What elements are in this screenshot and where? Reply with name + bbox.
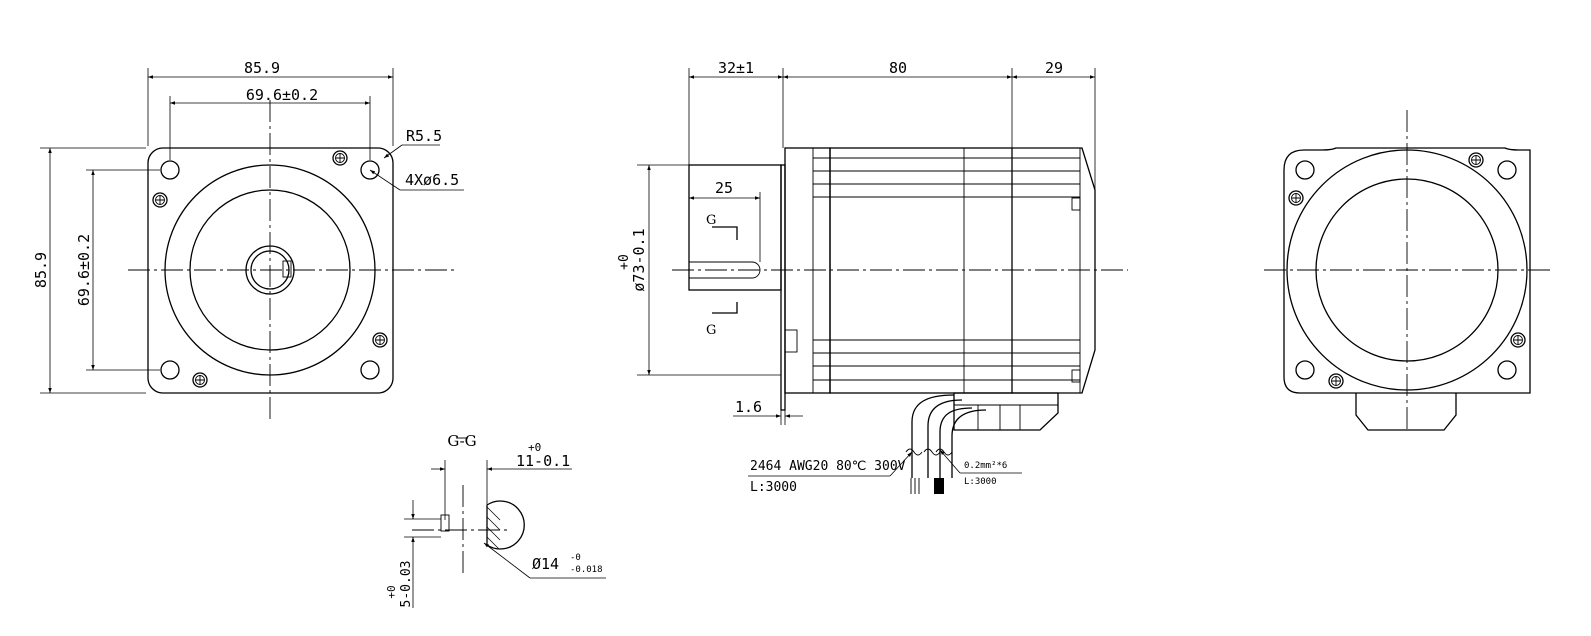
dim-shaft-length: 32±1 <box>718 59 754 77</box>
dim-key-length: 25 <box>715 179 733 197</box>
shaft-tol-lower: -0.018 <box>570 565 603 575</box>
screw-icon <box>372 332 388 348</box>
flange-body <box>784 147 831 394</box>
mount-hole <box>160 160 180 180</box>
dim-body-length: 80 <box>889 59 907 77</box>
screw-icon <box>192 372 208 388</box>
screw-icon <box>1288 190 1304 206</box>
rear-view <box>1264 110 1550 432</box>
side-view: G G 32±1 80 29 25 +0 ø73-0.1 1.6 2464 AW… <box>617 59 1128 495</box>
shaft-tol-upper: -0 <box>570 553 581 563</box>
dim-overall-height: 85.9 <box>32 252 50 288</box>
flange-outline <box>147 147 394 394</box>
cable <box>911 394 955 478</box>
screw-icon <box>1328 373 1344 389</box>
key-dim: 5-0.03 <box>399 561 414 608</box>
wire-spec: 0.2mm²*6 <box>964 461 1007 471</box>
wire-length: L:3000 <box>964 477 997 487</box>
screw-icon <box>332 150 348 166</box>
section-title: G-G <box>447 432 476 450</box>
flat-dim: 11-0.1 <box>516 452 570 470</box>
mount-hole <box>360 160 380 180</box>
shaft-key <box>282 260 292 278</box>
dim-pilot-tol: +0 <box>617 254 632 270</box>
dim-corner-radius: R5.5 <box>406 127 442 145</box>
dim-mounting-holes: 4Xø6.5 <box>405 171 459 189</box>
dim-hole-pitch-h: 69.6±0.2 <box>246 86 318 104</box>
section-mark-bottom: G <box>706 323 716 338</box>
front-view: 85.9 69.6±0.2 R5.5 4Xø6.5 85.9 69.6±0.2 <box>32 59 464 420</box>
dim-rear-length: 29 <box>1045 59 1063 77</box>
cable-spec: 2464 AWG20 80℃ 300V <box>750 459 906 474</box>
screw-icon <box>152 192 168 208</box>
key-tol-upper: +0 <box>385 585 398 598</box>
cable-length: L:3000 <box>750 480 797 495</box>
screw-icon <box>1510 332 1526 348</box>
motor-body <box>829 147 1013 394</box>
shaft-diameter: Ø14 <box>532 555 559 573</box>
dim-pilot-diameter: ø73-0.1 <box>630 228 648 291</box>
flat-tol-upper: +0 <box>528 441 541 454</box>
dim-flange-thickness: 1.6 <box>735 398 762 416</box>
section-view: G-G +0 11-0.1 +0 <box>385 432 606 608</box>
mount-hole <box>360 360 380 380</box>
screw-icon <box>1468 152 1484 168</box>
section-mark-top: G <box>706 213 716 228</box>
dim-overall-width: 85.9 <box>244 59 280 77</box>
shaft-section-hatch <box>487 501 501 549</box>
rear-outline <box>1283 147 1531 394</box>
rear-connector <box>1355 393 1457 431</box>
mount-hole <box>160 360 180 380</box>
dim-hole-pitch-v: 69.6±0.2 <box>75 234 93 306</box>
rear-cap <box>1012 147 1096 394</box>
shaft-section-outline <box>486 500 525 550</box>
key-slot <box>440 514 450 532</box>
